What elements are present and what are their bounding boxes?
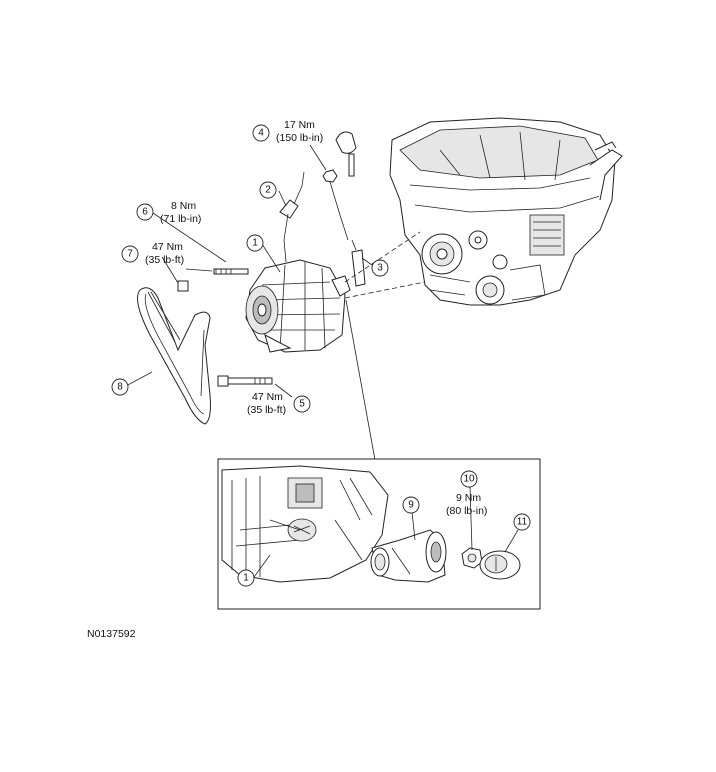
callout-8: 8 bbox=[111, 378, 129, 396]
drive-belt bbox=[137, 287, 211, 425]
svg-text:8: 8 bbox=[117, 382, 123, 393]
torque-nm: 9 Nm bbox=[456, 492, 481, 504]
callout-3: 3 bbox=[371, 259, 389, 277]
detail-view bbox=[217, 458, 541, 610]
callout-5: 5 bbox=[293, 395, 311, 413]
svg-text:10: 10 bbox=[463, 474, 475, 485]
svg-text:4: 4 bbox=[258, 128, 264, 139]
torque-imperial: (71 lb-in) bbox=[160, 213, 201, 225]
svg-text:5: 5 bbox=[299, 399, 305, 410]
svg-text:1: 1 bbox=[252, 238, 258, 249]
nut-item-4 bbox=[322, 131, 357, 241]
svg-text:2: 2 bbox=[265, 185, 271, 196]
leader-lines bbox=[125, 144, 426, 461]
torque-label-item-5: 47 Nm (35 lb-ft) bbox=[247, 391, 286, 416]
callout-9: 9 bbox=[402, 496, 420, 514]
torque-nm: 17 Nm bbox=[284, 119, 315, 131]
torque-nm: 47 Nm bbox=[252, 391, 283, 403]
figure-id: N0137592 bbox=[87, 628, 136, 640]
alternator bbox=[245, 259, 351, 353]
callout-4: 4 bbox=[252, 124, 270, 142]
torque-nm: 47 Nm bbox=[152, 241, 183, 253]
wiring-item-2 bbox=[279, 171, 305, 263]
svg-text:11: 11 bbox=[517, 517, 528, 528]
callout-1: 1 bbox=[246, 234, 264, 252]
svg-text:1: 1 bbox=[243, 573, 249, 584]
stud-item-6 bbox=[213, 268, 249, 275]
torque-nm: 8 Nm bbox=[171, 200, 196, 212]
torque-imperial: (35 lb-ft) bbox=[145, 254, 184, 266]
callout-6: 6 bbox=[136, 203, 154, 221]
connector-item-3 bbox=[351, 239, 366, 287]
callout-11: 11 bbox=[513, 513, 531, 531]
svg-text:7: 7 bbox=[127, 249, 133, 260]
svg-text:6: 6 bbox=[142, 207, 148, 218]
svg-text:3: 3 bbox=[377, 263, 383, 274]
torque-label-item-6: 8 Nm (71 lb-in) bbox=[160, 200, 201, 225]
callout-2: 2 bbox=[259, 181, 277, 199]
torque-imperial: (150 lb-in) bbox=[276, 132, 323, 144]
bolt-item-7 bbox=[177, 280, 189, 292]
torque-imperial: (80 lb-in) bbox=[446, 505, 487, 517]
torque-label-item-4: 17 Nm (150 lb-in) bbox=[276, 119, 323, 144]
callout-1-detail: 1 bbox=[237, 569, 255, 587]
callout-10: 10 bbox=[460, 470, 478, 488]
torque-label-item-7: 47 Nm (35 lb-ft) bbox=[145, 241, 184, 266]
bolt-item-5 bbox=[217, 375, 273, 387]
torque-imperial: (35 lb-ft) bbox=[247, 404, 286, 416]
svg-text:9: 9 bbox=[408, 500, 414, 511]
callout-7: 7 bbox=[121, 245, 139, 263]
engine-assembly bbox=[389, 117, 623, 306]
torque-label-item-10: 9 Nm (80 lb-in) bbox=[446, 492, 487, 517]
